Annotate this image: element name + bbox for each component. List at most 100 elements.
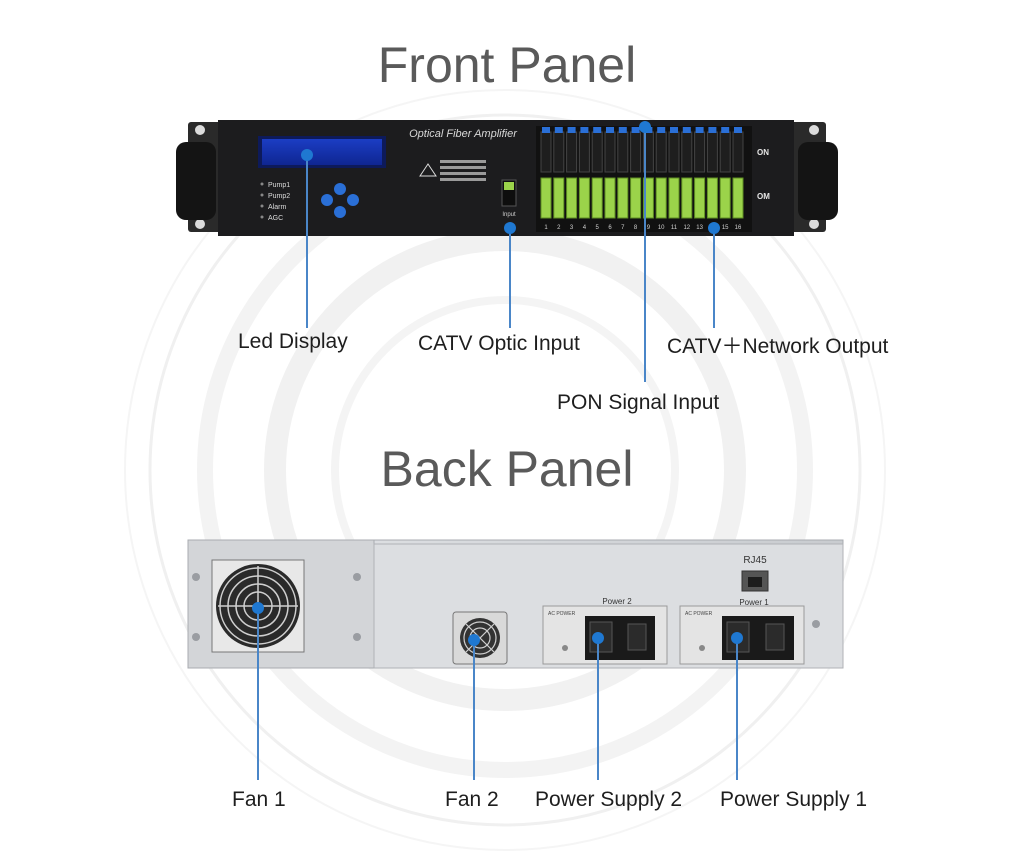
back-callout-dots [252, 602, 743, 646]
pon-port-cap [657, 127, 666, 133]
com-port[interactable] [566, 177, 578, 219]
callout-power-supply-1: Power Supply 1 [720, 788, 868, 811]
pon-port[interactable] [668, 131, 680, 173]
pon-port[interactable] [604, 131, 616, 173]
keypad[interactable] [321, 183, 359, 218]
keypad-left-button [321, 194, 333, 206]
pon-port[interactable] [719, 131, 731, 173]
port-number: 10 [658, 225, 665, 231]
pon-port[interactable] [732, 131, 744, 173]
com-port[interactable] [553, 177, 565, 219]
port-number: 16 [735, 225, 742, 231]
warning-text-line [440, 178, 486, 181]
led-display [262, 139, 382, 165]
port-number: 15 [722, 225, 729, 231]
port-number: 5 [596, 225, 600, 231]
pon-tag: ON [757, 148, 769, 157]
com-port[interactable] [719, 177, 731, 219]
com-port[interactable] [655, 177, 667, 219]
pon-port[interactable] [553, 131, 565, 173]
port-number: 9 [647, 225, 651, 231]
keypad-right-button [347, 194, 359, 206]
callout-dot [708, 222, 720, 234]
com-port[interactable] [668, 177, 680, 219]
port-number: 2 [557, 225, 561, 231]
port-number: 6 [608, 225, 612, 231]
pon-port-cap [618, 127, 627, 133]
front-panel: Optical Fiber Amplifier Pump1 Pump2 Alar… [176, 120, 838, 236]
com-port[interactable] [694, 177, 706, 219]
rack-screw-hole [809, 125, 819, 135]
callout-dot [468, 634, 480, 646]
pon-port[interactable] [540, 131, 552, 173]
pon-port[interactable] [655, 131, 667, 173]
indicator-dot [260, 182, 264, 186]
callout-dot [639, 121, 651, 133]
warning-text-line [440, 166, 486, 169]
com-port[interactable] [642, 177, 654, 219]
callout-dot [504, 222, 516, 234]
brand-label: Optical Fiber Amplifier [409, 128, 518, 140]
rj45-jack [748, 577, 762, 587]
ac-power-label: AC POWER [548, 611, 576, 617]
pon-port-cap [593, 127, 602, 133]
pon-port[interactable] [566, 131, 578, 173]
com-port[interactable] [630, 177, 642, 219]
handle-right [798, 142, 838, 220]
pon-port[interactable] [694, 131, 706, 173]
indicator-pump2: Pump2 [268, 193, 290, 200]
front-leader-lines [306, 127, 715, 382]
pon-port-row [540, 127, 744, 173]
pon-port[interactable] [578, 131, 590, 173]
power2-label: Power 2 [602, 597, 632, 606]
com-port[interactable] [604, 177, 616, 219]
indicator-pump1: Pump1 [268, 182, 290, 189]
pon-port[interactable] [681, 131, 693, 173]
com-port[interactable] [591, 177, 603, 219]
port-number: 1 [544, 225, 548, 231]
back-leader-lines [257, 608, 738, 780]
front-callout-dots [301, 121, 720, 234]
pon-port[interactable] [706, 131, 718, 173]
pon-port-cap [682, 127, 691, 133]
com-tag: OM [757, 192, 770, 201]
power1-switch [765, 623, 785, 651]
rack-screw-hole [195, 125, 205, 135]
indicator-dot [260, 215, 264, 219]
com-port[interactable] [540, 177, 552, 219]
com-port[interactable] [732, 177, 744, 219]
callout-dot [252, 602, 264, 614]
callout-led-display: Led Display [238, 330, 348, 353]
power2-led [562, 645, 568, 651]
keypad-up-button [334, 183, 346, 195]
pon-port-cap [542, 127, 550, 133]
pon-port[interactable] [617, 131, 629, 173]
indicator-dot [260, 204, 264, 208]
port-number-row: 12345678910111213141516 [544, 225, 742, 231]
com-port[interactable] [578, 177, 590, 219]
power2-switch [627, 623, 647, 651]
rack-screw-hole [809, 219, 819, 229]
keypad-down-button [334, 206, 346, 218]
pon-port-cap [708, 127, 717, 133]
back-panel: RJ45 Power 2 AC POWER Power 1 AC POWER [187, 539, 844, 669]
indicator-dot [260, 193, 264, 197]
com-port[interactable] [617, 177, 629, 219]
callout-dot [592, 632, 604, 644]
pon-port-cap [580, 127, 589, 133]
port-number: 3 [570, 225, 574, 231]
com-port[interactable] [706, 177, 718, 219]
rj45-label: RJ45 [743, 555, 767, 566]
com-port-row [540, 177, 744, 219]
pon-port[interactable] [591, 131, 603, 173]
pon-port[interactable] [630, 131, 642, 173]
pon-port-cap [567, 127, 576, 133]
pon-port-cap [631, 127, 640, 133]
pon-port-cap [721, 127, 730, 133]
input-label: Input [502, 212, 516, 218]
front-panel-heading: Front Panel [377, 37, 637, 93]
com-port[interactable] [681, 177, 693, 219]
callout-power-supply-2: Power Supply 2 [535, 788, 683, 811]
laser-warning-icon [419, 163, 437, 177]
power1-label: Power 1 [739, 598, 769, 607]
